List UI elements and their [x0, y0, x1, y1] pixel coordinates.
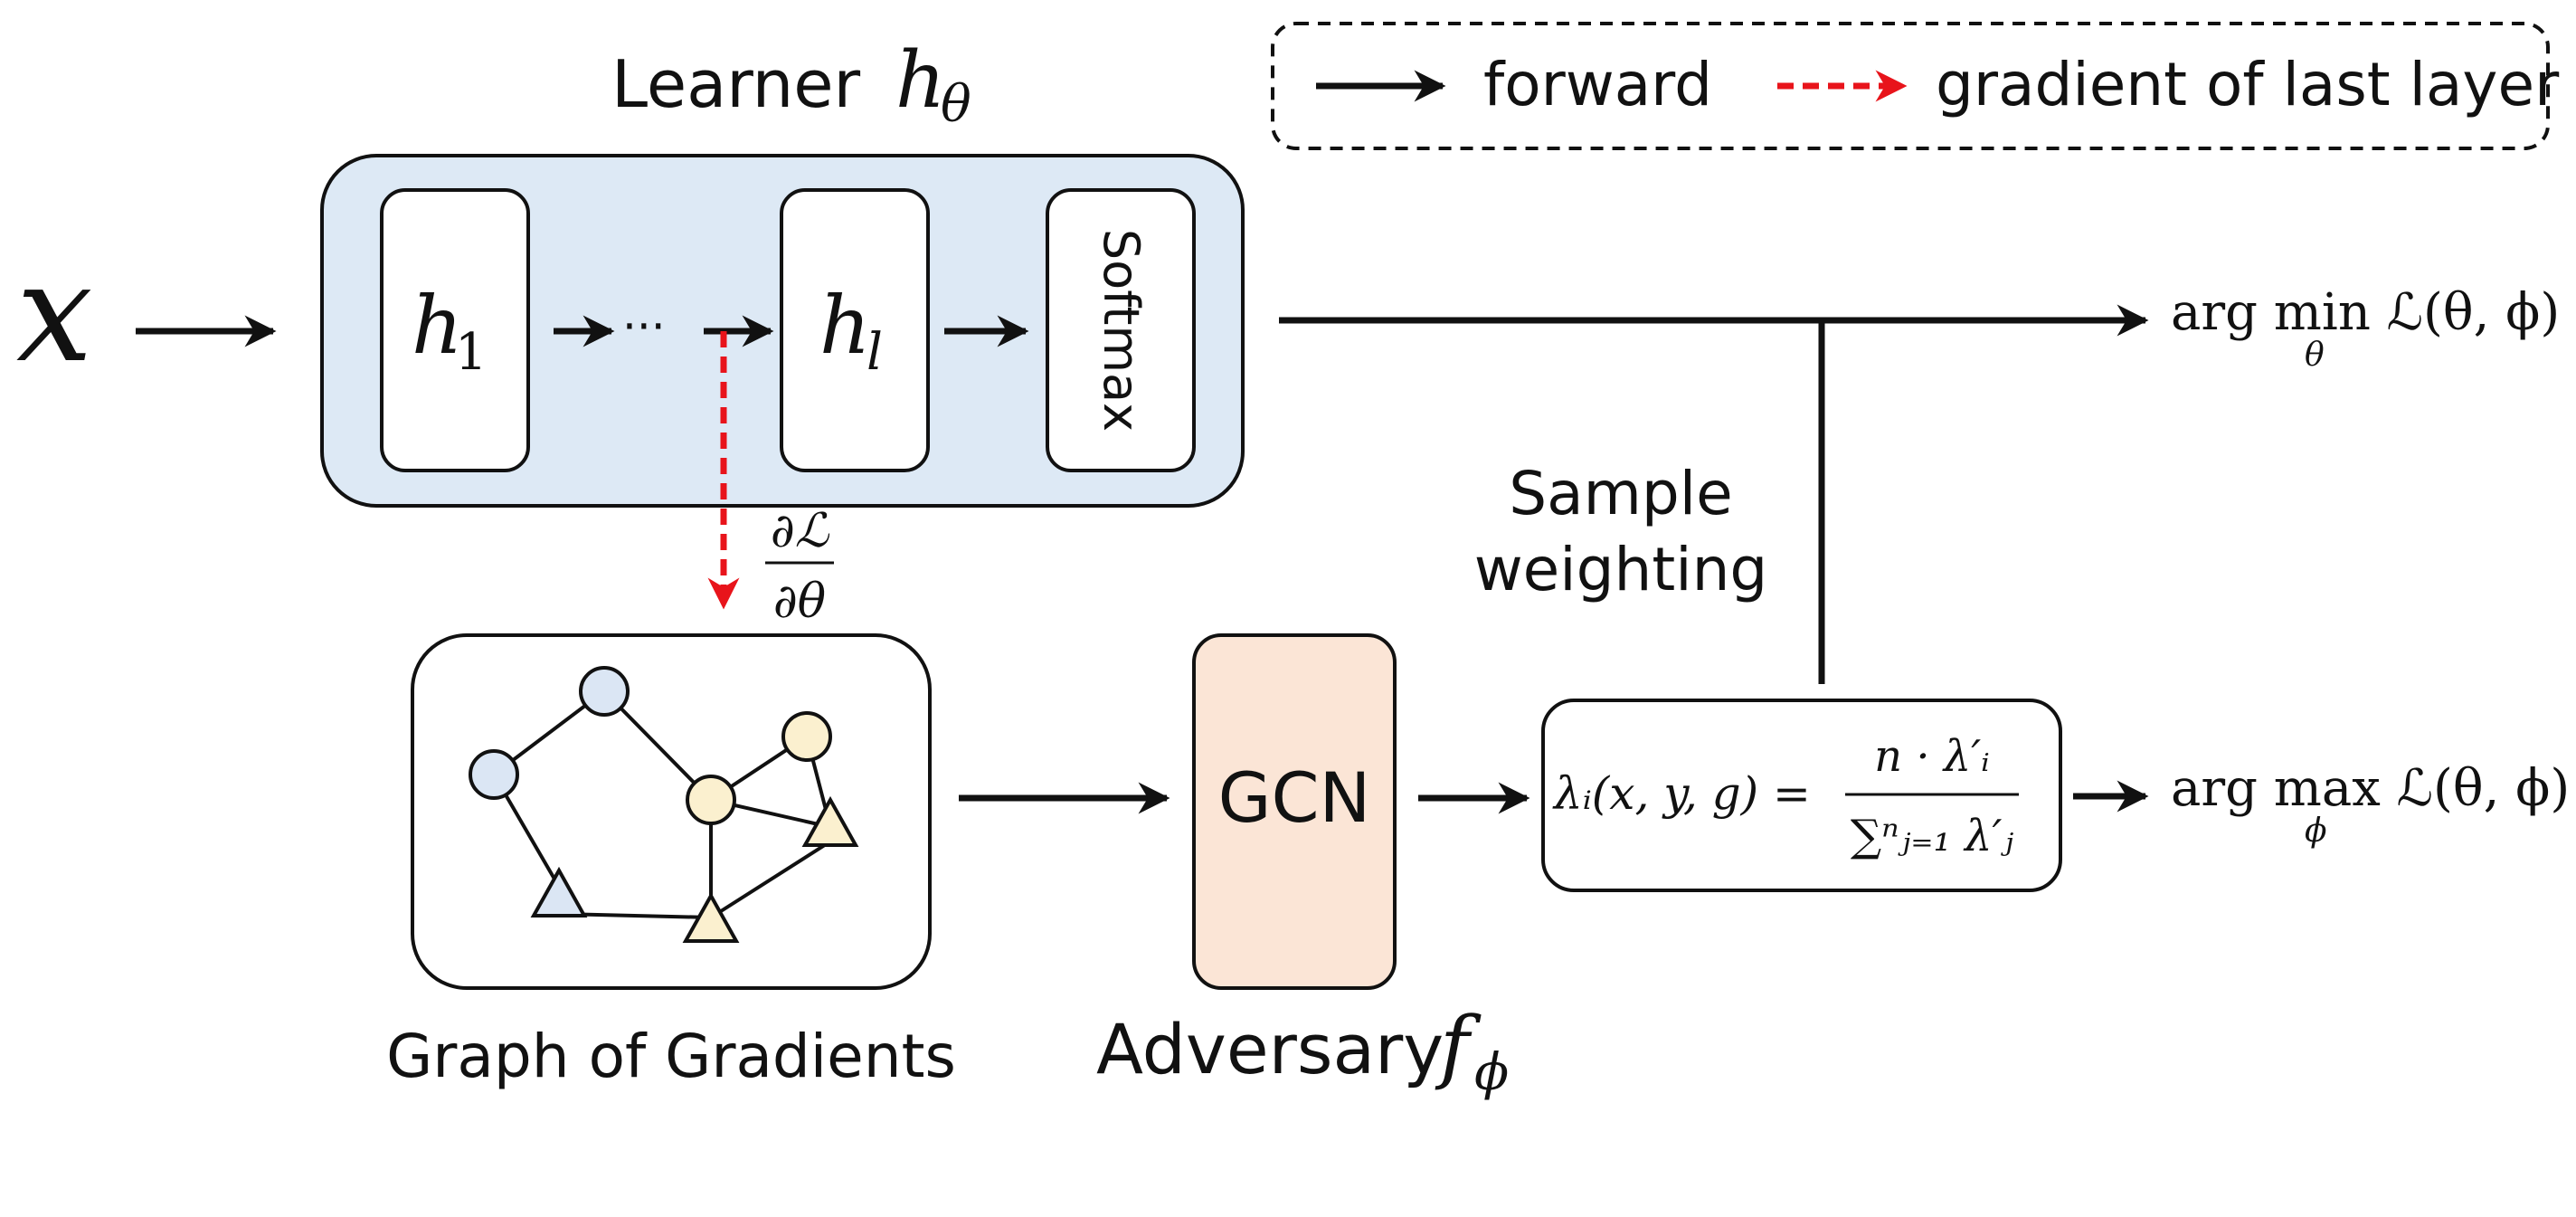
layer-hl-box: [780, 188, 930, 472]
learner-title-text: Learner: [611, 46, 861, 122]
input-symbol: x: [16, 235, 93, 393]
formula-box: λᵢ(x, y, g) = n · λ′ᵢ ∑ⁿⱼ₌₁ λ′ⱼ: [1541, 699, 2062, 892]
legend: forward gradient of last layer: [1271, 22, 2560, 150]
adversary-text: Adversary: [1096, 1009, 1444, 1089]
graph-edge: [602, 689, 713, 802]
layer-h1-sub: 1: [455, 323, 488, 382]
objective-min-text: arg min ℒ(θ, ϕ): [2171, 283, 2560, 342]
gcn-box: [1192, 633, 1397, 990]
legend-box: [1271, 22, 2550, 150]
graph-of-gradients: [411, 633, 932, 990]
sample-weighting-line2: weighting: [1474, 535, 1768, 604]
layer-h1-symbol: h: [412, 279, 463, 372]
sample-weighting-label: Sample weighting: [1474, 459, 1768, 604]
adversary-sub: ϕ: [1474, 1043, 1509, 1102]
softmax-label: Softmax: [1093, 229, 1150, 432]
graph-node-triangle: [801, 795, 859, 847]
learner-title-symbol: h: [895, 35, 945, 126]
graph-node-circle: [686, 775, 736, 825]
learner-title: Learner h θ: [611, 35, 971, 134]
layer-dots: ···: [622, 300, 666, 353]
graph-node-triangle: [530, 866, 588, 918]
formula-container: [1541, 699, 2062, 892]
layer-hl-sub: l: [867, 323, 883, 382]
adversary-label: Adversary f ϕ: [1096, 999, 1509, 1102]
graph-caption: Graph of Gradients: [386, 1022, 956, 1091]
layer-hl-symbol: h: [819, 279, 871, 372]
gradient-fraction: ∂ℒ ∂θ: [765, 504, 834, 629]
graph-node-circle: [469, 749, 519, 800]
objective-max: arg max ℒ(θ, ϕ) ϕ: [2171, 759, 2570, 850]
objective-max-text: arg max ℒ(θ, ϕ): [2171, 759, 2570, 818]
legend-forward-label: forward: [1483, 50, 1712, 119]
legend-gradient-label: gradient of last layer: [1936, 50, 2560, 119]
learner-box: h 1 ··· h l Softmax: [320, 154, 1245, 508]
objective-min: arg min ℒ(θ, ϕ) θ: [2171, 283, 2560, 374]
sample-weighting-line1: Sample: [1509, 459, 1732, 528]
softmax-box: [1046, 188, 1196, 472]
objective-min-sub: θ: [2305, 337, 2325, 374]
graph-box: [411, 633, 932, 990]
gradient-numerator: ∂ℒ: [771, 504, 830, 558]
learner-title-sub: θ: [941, 75, 971, 134]
layer-h1-box: [380, 188, 530, 472]
graph-node-circle: [579, 666, 630, 717]
graph-node-triangle: [682, 891, 740, 943]
formula-denominator: ∑ⁿⱼ₌₁ λ′ⱼ: [1851, 811, 2014, 861]
gradient-denominator: ∂θ: [773, 575, 826, 629]
formula-numerator: n · λ′ᵢ: [1874, 731, 1990, 782]
formula-lhs: λᵢ(x, y, g) =: [1552, 767, 1811, 820]
gcn-label: GCN: [1218, 757, 1371, 838]
objective-max-sub: ϕ: [2305, 813, 2327, 850]
graph-node-circle: [781, 711, 832, 762]
graph-edge: [709, 840, 832, 919]
